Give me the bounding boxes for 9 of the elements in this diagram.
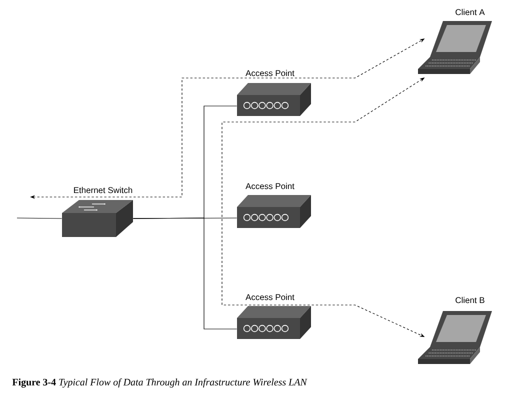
connection-line — [16, 218, 62, 219]
device-label: Access Point — [246, 182, 294, 190]
device-label: Ethernet Switch — [74, 186, 132, 194]
device-label: Client A — [456, 8, 485, 16]
figure-caption: Figure 3-4 Typical Flow of Data Through an Infrastructure Wireless LAN — [12, 378, 308, 388]
connection-line — [132, 218, 238, 330]
device-label: Access Point — [246, 294, 294, 300]
device-label: Access Point — [246, 70, 294, 76]
device-label: Client B — [456, 296, 484, 304]
